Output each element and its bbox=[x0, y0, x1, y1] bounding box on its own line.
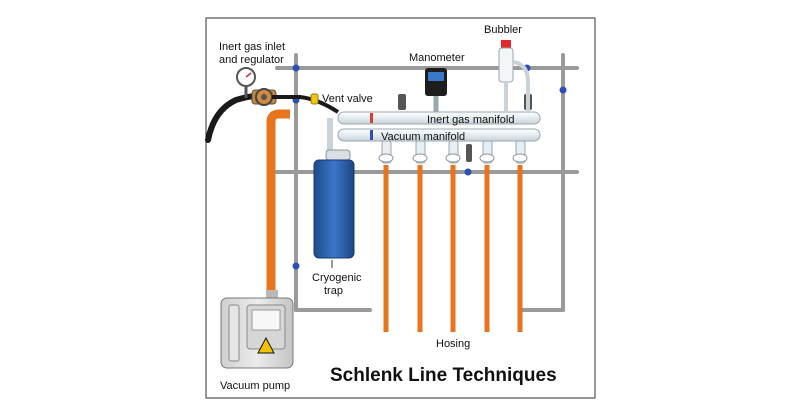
label-inert-gas-inlet-2: and regulator bbox=[219, 54, 284, 66]
label-hosing: Hosing bbox=[436, 338, 471, 350]
label-inert-gas-manifold: Inert gas manifold bbox=[427, 114, 515, 126]
vacuum-pump-unit bbox=[220, 290, 294, 369]
label-cryogenic-trap-2: trap bbox=[324, 285, 343, 297]
hosing-lines bbox=[383, 165, 523, 332]
vent-valve bbox=[310, 93, 319, 105]
label-vacuum-pump: Vacuum pump bbox=[220, 380, 291, 392]
stopcock-taps bbox=[378, 140, 528, 164]
label-vacuum-manifold: Vacuum manifold bbox=[381, 131, 466, 143]
diagram-title: Schlenk Line Techniques bbox=[330, 365, 557, 386]
vacuum-pump-hose bbox=[266, 109, 290, 290]
inert-gas-manifold-tube bbox=[337, 111, 541, 125]
warning-icon bbox=[257, 336, 275, 354]
bubbler-device bbox=[498, 40, 530, 112]
label-vent-valve: Vent valve bbox=[322, 93, 373, 105]
label-bubbler: Bubbler bbox=[484, 24, 522, 36]
label-inert-gas-inlet-1: Inert gas inlet bbox=[219, 41, 286, 53]
label-cryogenic-trap-1: Cryogenic bbox=[312, 272, 362, 284]
cryogenic-trap-vessel bbox=[313, 149, 355, 259]
vacuum-manifold-tube bbox=[337, 128, 541, 142]
label-manometer: Manometer bbox=[409, 52, 465, 64]
gas-regulator bbox=[236, 67, 277, 106]
manometer-device bbox=[425, 68, 447, 112]
